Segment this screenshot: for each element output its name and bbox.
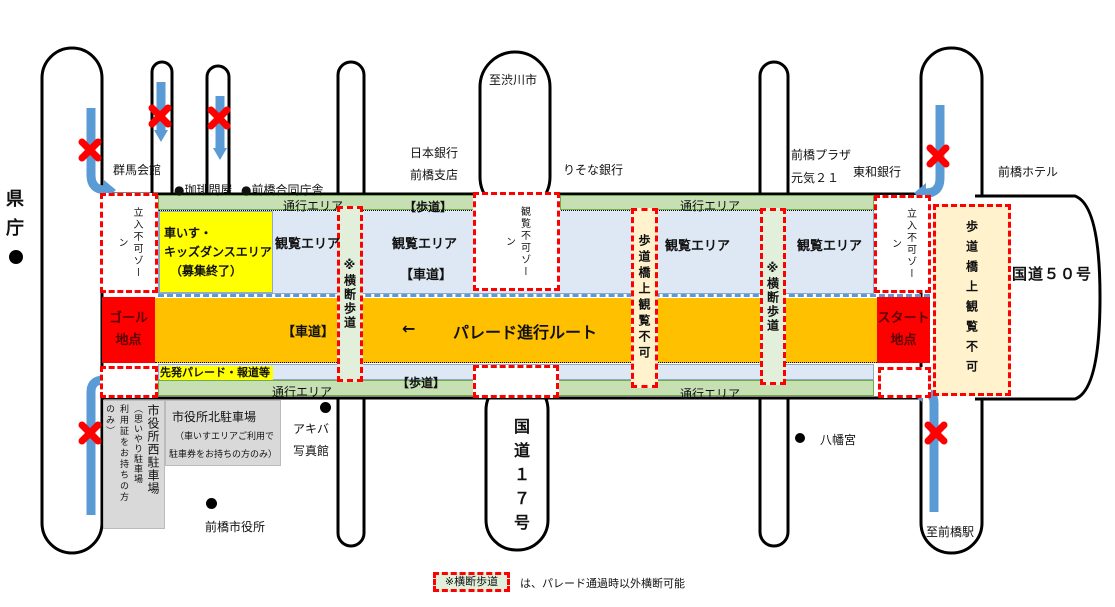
boj-branch-label: 前橋支店 (410, 168, 459, 182)
legend-text: は、パレード通過時以外横断可能 (520, 577, 685, 590)
location-dot-icon (9, 250, 23, 264)
to-station-label: 至前橋駅 (926, 525, 975, 539)
no-entry-label: 立入不可ゾーン (889, 208, 916, 280)
crosswalk-left: ※横断歩道 (337, 206, 363, 382)
no-entry-zone-right: 立入不可ゾーン (874, 195, 931, 293)
wheelchair-label: 車いす・ (164, 225, 213, 240)
side-street (758, 378, 790, 548)
footbridge-no-view-center: 歩道橋上観覧不可 (631, 208, 658, 388)
side-street (758, 60, 790, 214)
route-boundary (158, 294, 930, 297)
hotel-label: 前橋ホテル (998, 165, 1059, 179)
viewing-area-label: 観覧エリア (392, 237, 458, 252)
resona-label: りそな銀行 (563, 163, 624, 177)
lead-parade-area: 先発パレード・報道等 (160, 366, 273, 380)
no-viewing-zone-bottom (473, 365, 559, 398)
viewing-area-label: 観覧エリア (665, 239, 731, 254)
boj-label: 日本銀行 (410, 146, 459, 160)
no-entry-label: 立入不可ゾーン (116, 207, 142, 279)
location-dot-icon (320, 402, 331, 413)
detour-arrow (86, 108, 107, 195)
closed-label: （募集終了） (170, 263, 243, 278)
viewing-area-label: 観覧エリア (275, 237, 341, 252)
side-street (336, 60, 366, 214)
side-street (336, 378, 366, 548)
west-parking-title: 市役所西駐車場 (146, 404, 160, 495)
crosswalk-label: ※横断歩道 (342, 258, 357, 330)
wheelchair-kids-area: 車いす・ キッズダンスエリア （募集終了） (159, 211, 273, 293)
akiba-label-2: 写真館 (293, 444, 330, 458)
goal-label: ゴール (108, 311, 148, 326)
joint-office-label: ●前橋合同庁舎 (241, 183, 324, 197)
no-entry-zone-left: 立入不可ゾーン (100, 193, 158, 293)
north-parking-note: （車いすエリアご利用で (175, 432, 275, 442)
hachimangu-label: 八幡宮 (820, 433, 857, 447)
plaza-label-2: 元気２１ (791, 171, 840, 185)
traffic-area-top-right (560, 195, 874, 210)
no-viewing-label: 観覧不可ゾーン (503, 205, 530, 278)
kids-dance-label: キッズダンスエリア (164, 244, 272, 259)
goal-point: ゴール地点 (102, 297, 155, 363)
footbridge-no-view-right: 歩道橋上観覧不可 (933, 204, 1011, 396)
north-parking-note-2: 駐車券をお持ちの方のみ） (169, 450, 278, 460)
no-viewing-zone: 観覧不可ゾーン (473, 192, 560, 291)
parade-route-label: パレード進行ルート (453, 323, 598, 342)
route-direction-arrow: ← (402, 319, 416, 338)
west-parking-note-3: のみ） (104, 404, 114, 437)
parade-route (155, 298, 877, 363)
start-label: スタート (877, 311, 930, 326)
crosswalk-label: ※横断歩道 (765, 260, 780, 333)
prefecture-office-label-2: 庁 (6, 218, 24, 239)
prefecture-office-label: 県 (6, 189, 24, 210)
roadway-label: 【車道】 (400, 268, 453, 283)
to-shibukawa-label: 至渋川市 (489, 73, 538, 87)
coffee-shop-label: ●珈琲問屋 (174, 183, 233, 197)
location-dot-icon (206, 498, 217, 509)
viewing-area-label: 観覧エリア (797, 239, 863, 254)
traffic-area-label: 通行エリア (680, 199, 741, 213)
west-parking: 市役所西駐車場 （思いやり駐車場 利用証をお持ちの方 のみ） (103, 400, 165, 529)
legend-crosswalk-key: ※横断歩道 (433, 572, 510, 592)
akiba-label: アキバ (293, 422, 330, 436)
route50-label: 国道５０号 (1012, 265, 1093, 283)
north-parking: 市役所北駐車場 （車いすエリアご利用で 駐車券をお持ちの方のみ） (165, 400, 281, 466)
city-hall-label: 前橋市役所 (205, 520, 266, 534)
footbridge-label: 歩道橋上観覧不可 (964, 220, 979, 380)
north-parking-title: 市役所北駐車場 (172, 410, 257, 424)
west-parking-note: （思いやり駐車場 (132, 404, 142, 484)
footbridge-label: 歩道橋上観覧不可 (637, 234, 651, 362)
towa-bank-label: 東和銀行 (853, 165, 902, 179)
west-parking-note-2: 利用証をお持ちの方 (118, 404, 128, 503)
start-point: スタート地点 (877, 297, 930, 363)
no-entry-zone-right-bottom (878, 367, 931, 398)
traffic-area-label: 通行エリア (272, 385, 333, 399)
roadway-label: 【車道】 (282, 325, 335, 340)
no-pass-x-icons (78, 104, 950, 445)
goal-label-2: 地点 (115, 333, 142, 348)
sidewalk-label: 【歩道】 (404, 200, 453, 214)
plaza-label: 前橋プラザ (791, 148, 852, 162)
crosswalk-right: ※横断歩道 (760, 208, 786, 385)
start-label-2: 地点 (890, 333, 917, 348)
gunma-kaikan-label: 群馬会館 (113, 163, 162, 177)
sidewalk-label: 【歩道】 (397, 376, 446, 390)
route17-label: 国道１７号 (511, 418, 530, 538)
traffic-area-label: 通行エリア (680, 387, 741, 401)
location-dot-icon (795, 433, 805, 443)
traffic-area-label: 通行エリア (283, 199, 344, 213)
no-entry-zone-left-bottom (100, 366, 158, 398)
